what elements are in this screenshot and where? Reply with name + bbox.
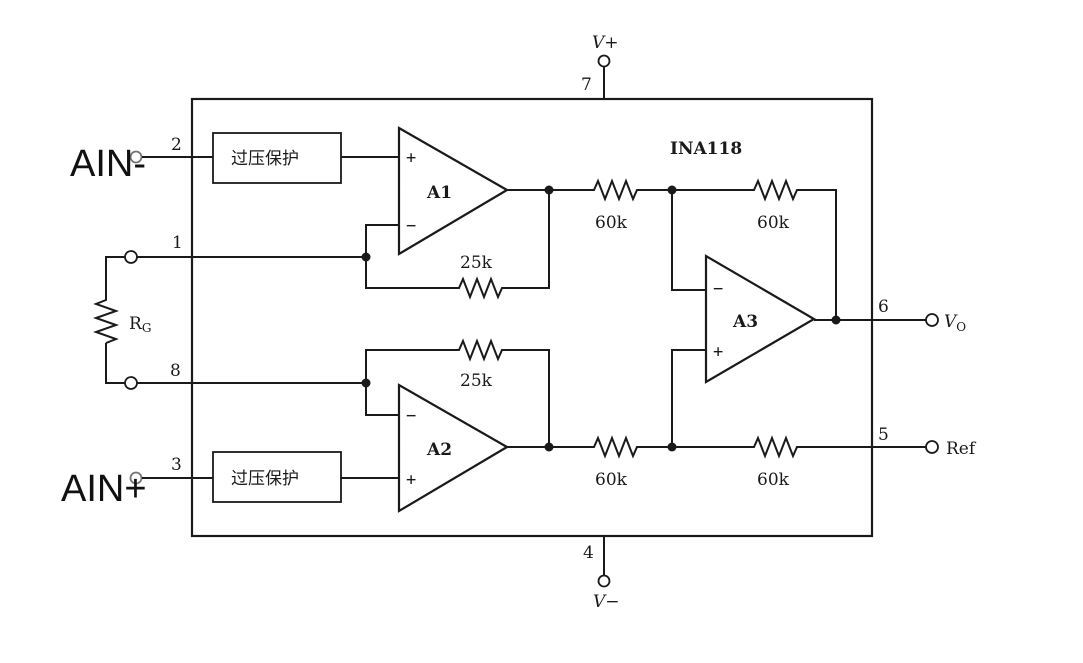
pin-1-label: 1 [172,233,183,253]
op-amp-a1: A1 + − [397,126,554,256]
top-right-60k-label: 60k [757,213,790,233]
pin-1-net: 1 [137,224,455,289]
pin-6-label: 6 [878,297,889,317]
op-amp-a3: A3 − + [671,190,926,447]
pin-8-label: 8 [170,361,181,381]
pin-3-label: 3 [171,455,182,475]
ref-label: Ref [946,439,977,459]
a3-label: A3 [732,312,758,332]
bottom-input-path: 3 过压保护 [142,451,399,503]
a1-label: A1 [426,183,452,203]
pin-8-terminal [124,376,138,390]
ref-terminal: 5 Ref [878,425,977,459]
output-terminal: 6 VO [878,297,966,334]
v-minus-terminal [597,574,611,588]
ain-plus-overlay: AIN+ [61,468,147,510]
ref-terminal-circle [925,440,939,454]
feedback-resistor-bottom: 25k [455,338,550,447]
chip-outline [190,97,874,538]
overvoltage-protection-bottom [212,451,342,503]
v-plus-terminal [597,54,611,68]
resistor-60k-bottom-right: 60k [672,435,926,490]
v-plus-label: V+ [592,33,619,53]
ain-minus-overlay: AIN- [70,143,146,185]
vo-terminal [925,313,939,327]
resistor-60k-top-right: 60k [672,178,837,320]
a2-minus-sign: − [406,406,416,426]
overvoltage-protection-top [212,132,342,184]
part-number: INA118 [670,139,742,159]
vo-label: VO [944,312,966,334]
a2-label: A2 [426,440,452,460]
top-left-60k-label: 60k [595,213,628,233]
gain-resistor-rg: RG [92,250,151,390]
pin-7-label: 7 [581,75,592,95]
pin-5-label: 5 [878,425,889,445]
a3-plus-sign: + [713,342,723,362]
protection-bottom-label: 过压保护 [231,469,299,489]
rg-label: RG [129,314,151,335]
pin-8-net: 8 [137,349,455,416]
feedback-bottom-label: 25k [460,371,493,391]
feedback-resistor-top: 25k [455,190,550,300]
a1-minus-sign: − [406,216,416,236]
a1-plus-sign: + [406,148,416,168]
resistor-60k-bottom-left: 60k [549,435,677,490]
a3-minus-sign: − [713,279,723,299]
v-plus-supply: V+ 7 [581,33,619,99]
a2-plus-sign: + [406,470,416,490]
top-input-path: 2 过压保护 [142,132,399,184]
bottom-left-60k-label: 60k [595,470,628,490]
pin-1-terminal [124,250,138,264]
original-input-remnants [129,150,143,485]
pin-2-label: 2 [171,135,182,155]
feedback-top-label: 25k [460,253,493,273]
resistor-60k-top-left: 60k [549,178,677,233]
v-minus-supply: V− 4 [583,536,620,612]
op-amp-a2: A2 − + [397,383,554,513]
v-minus-label: V− [593,592,620,612]
pin-4-label: 4 [583,543,594,563]
protection-top-label: 过压保护 [231,149,299,169]
bottom-right-60k-label: 60k [757,470,790,490]
